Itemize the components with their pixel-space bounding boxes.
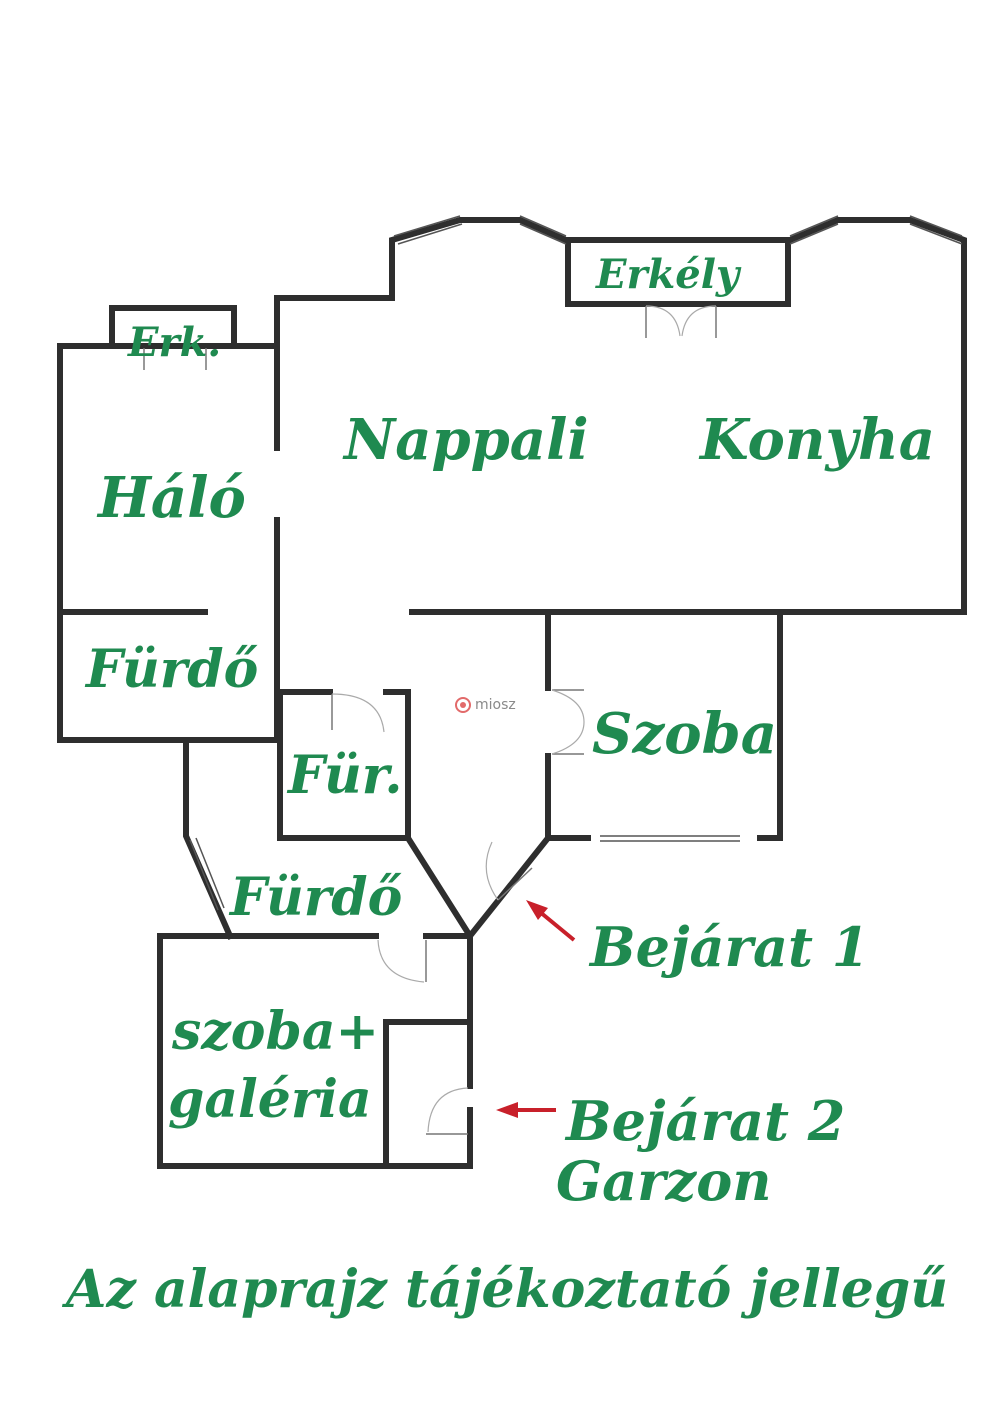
room-label-furdo-1: Fürdő xyxy=(86,639,259,700)
room-label-fur: Für. xyxy=(288,745,403,806)
entrance-label-garzon: Garzon xyxy=(556,1149,772,1213)
room-label-konyha: Konyha xyxy=(700,407,936,473)
room-label-szoba-galeria-2: galéria xyxy=(168,1069,372,1130)
doors xyxy=(143,305,717,1135)
entrance-arrows xyxy=(496,900,576,1118)
watermark-text: miosz xyxy=(475,697,516,713)
entrance-label-1: Bejárat 1 xyxy=(590,915,870,979)
room-label-szoba: Szoba xyxy=(592,701,778,767)
room-label-erk: Erk. xyxy=(128,319,222,366)
footer-note: Az alaprajz tájékoztató jellegű xyxy=(66,1259,949,1320)
room-label-halo: Háló xyxy=(98,465,246,531)
watermark: miosz xyxy=(455,697,516,713)
miosz-logo-icon xyxy=(455,697,471,713)
room-label-erkely: Erkély xyxy=(596,251,740,298)
arrow-head-2 xyxy=(496,1102,518,1118)
arrow-head-1 xyxy=(526,900,548,920)
room-label-szoba-galeria-1: szoba+ xyxy=(172,1001,380,1062)
room-label-nappali: Nappali xyxy=(344,407,589,473)
entrance-label-2: Bejárat 2 xyxy=(566,1089,846,1153)
room-label-furdo-2: Fürdő xyxy=(230,867,403,928)
windows xyxy=(189,215,963,911)
